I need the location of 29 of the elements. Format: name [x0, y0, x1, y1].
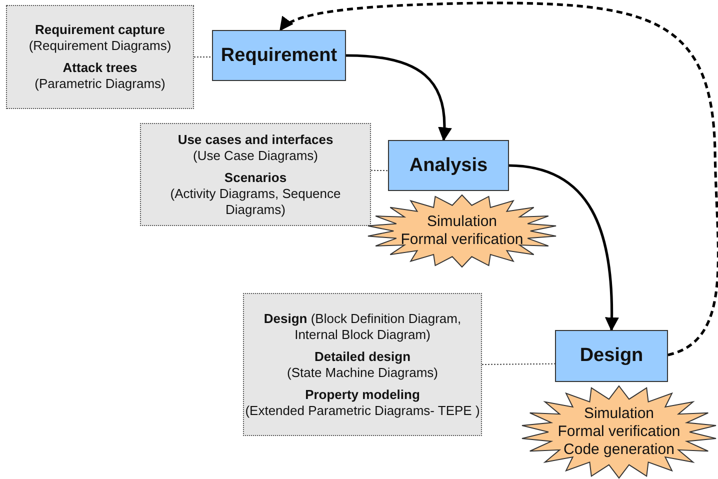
process-box — [555, 330, 668, 382]
callout-text: Formal verification — [558, 423, 680, 441]
arrow — [346, 54, 452, 142]
note-box — [6, 5, 194, 109]
callout-text: Formal verification — [400, 231, 524, 249]
note-box — [140, 123, 371, 226]
starburst-callout — [366, 194, 558, 268]
note-text: Use cases and interfaces (Use Case Diagrams) — [178, 132, 334, 164]
callout-text: Simulation — [584, 405, 654, 423]
note-box — [243, 293, 482, 436]
arrow — [508, 164, 619, 332]
dotted-connector — [482, 363, 556, 365]
process-label: Requirement — [220, 44, 338, 66]
note-text: Design (Block Definition Diagram, Internal Block Diagram) — [262, 310, 462, 342]
callout-text: Code generation — [564, 441, 674, 459]
process-box — [212, 30, 346, 81]
process-label: Design — [580, 345, 644, 367]
arrow — [279, 2, 718, 356]
note-text: Property modeling (Extended Parametric Diagrams- TEPE ) — [245, 386, 480, 418]
note-text: Detailed design (State Machine Diagrams) — [287, 348, 438, 380]
process-box — [388, 140, 509, 191]
note-text: Requirement capture (Requirement Diagrams) — [28, 22, 172, 54]
starburst-callout — [520, 385, 718, 479]
dotted-connector — [370, 170, 388, 172]
process-label: Analysis — [409, 154, 488, 176]
note-text: Attack trees (Parametric Diagrams) — [34, 60, 166, 92]
dotted-connector — [194, 56, 212, 58]
note-text: Scenarios (Activity Diagrams, Sequence Diagrams) — [169, 170, 342, 218]
callout-text: Simulation — [426, 213, 498, 231]
